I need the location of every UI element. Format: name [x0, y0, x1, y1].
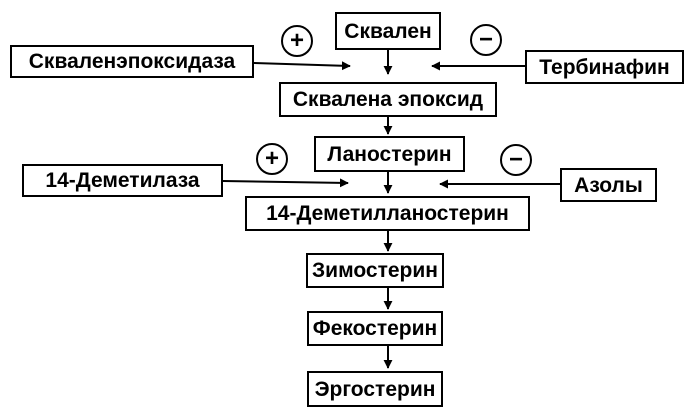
lanosterol-box: Ланостерин [314, 136, 465, 172]
arrow-squalene-epoxidase [253, 61, 351, 71]
minus-sign-icon: − [500, 144, 532, 176]
squalene-label: Сквален [344, 19, 432, 43]
demethyllanosterol-box: 14-Деметилланостерин [245, 196, 530, 231]
lanosterol-label: Ланостерин [327, 142, 452, 166]
squalene-box: Сквален [335, 12, 441, 50]
demethylase-box: 14-Деметилаза [22, 164, 223, 197]
plus-sign-glyph: + [264, 145, 279, 172]
azoles-box: Азолы [560, 168, 657, 202]
minus-sign-icon: − [470, 24, 502, 56]
fecosterol-box: Фекостерин [307, 311, 443, 346]
squalene-epoxide-box: Сквалена эпоксид [279, 82, 497, 117]
minus-sign-glyph: − [508, 146, 523, 173]
demethylase-label: 14-Деметилаза [45, 169, 200, 192]
ergosterol-box: Эргостерин [307, 371, 443, 407]
plus-sign-glyph: + [289, 27, 304, 54]
zymosterol-label: Зимостерин [312, 259, 438, 282]
terbinafine-box: Тербинафин [525, 50, 684, 84]
arrow-demethylase [222, 178, 349, 188]
azoles-label: Азолы [574, 173, 643, 197]
squalene-epoxidase-box: Скваленэпоксидаза [10, 45, 254, 78]
terbinafine-label: Тербинафин [539, 55, 670, 79]
ergosterol-label: Эргостерин [314, 377, 436, 401]
plus-sign-icon: + [256, 143, 288, 175]
squalene-epoxidase-label: Скваленэпоксидаза [28, 50, 236, 73]
squalene-epoxide-label: Сквалена эпоксид [292, 88, 484, 111]
minus-sign-glyph: − [478, 26, 493, 53]
plus-sign-icon: + [281, 25, 313, 57]
zymosterol-box: Зимостерин [306, 253, 444, 288]
demethyllanosterol-label: 14-Деметилланостерин [266, 202, 509, 225]
fecosterol-label: Фекостерин [312, 317, 438, 340]
